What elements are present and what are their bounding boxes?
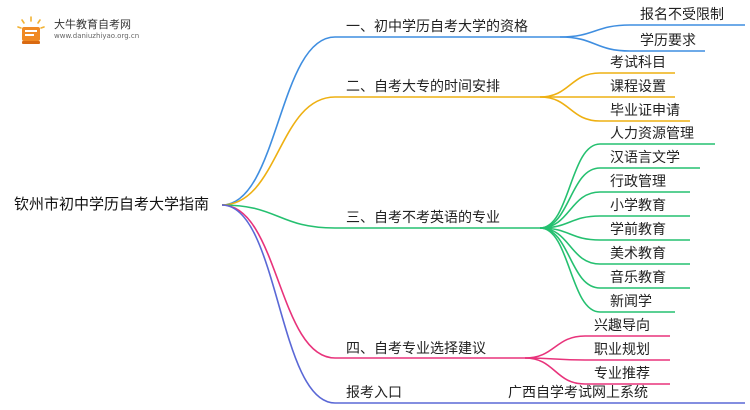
- logo-name: 大牛教育自考网: [54, 18, 131, 31]
- leaf-connector-1-2: [559, 36, 705, 52]
- leaf-4-2[interactable]: 职业规划: [594, 342, 650, 358]
- branch-connector-5: [221, 204, 745, 404]
- leaf-connector-2-1: [539, 72, 675, 98]
- leaf-connector-4-1: [524, 335, 670, 359]
- leaf-connector-3-3: [539, 191, 690, 229]
- site-logo[interactable]: 大牛教育自考网 www.daniuzhiyao.org.cn: [14, 14, 164, 48]
- leaf-3-6[interactable]: 美术教育: [610, 246, 666, 262]
- leaf-2-2[interactable]: 课程设置: [610, 79, 666, 95]
- branch-connector-3: [221, 204, 540, 229]
- leaf-5-1[interactable]: 广西自学考试网上系统: [508, 385, 648, 401]
- leaf-connector-4-3: [524, 357, 670, 385]
- book-icon: [17, 16, 45, 44]
- leaf-3-3[interactable]: 行政管理: [610, 174, 666, 190]
- leaf-connector-4-2: [524, 357, 670, 361]
- branch-label-1[interactable]: 一、初中学历自考大学的资格: [346, 19, 528, 35]
- leaf-4-3[interactable]: 专业推荐: [594, 366, 650, 382]
- branch-connector-4: [221, 204, 525, 359]
- leaf-3-5[interactable]: 学前教育: [610, 222, 666, 238]
- leaf-3-7[interactable]: 音乐教育: [610, 270, 666, 286]
- leaf-connector-2-3: [539, 96, 690, 122]
- leaf-3-2[interactable]: 汉语言文学: [610, 150, 680, 166]
- branch-label-3[interactable]: 三、自考不考英语的专业: [346, 210, 500, 226]
- leaf-1-1[interactable]: 报名不受限制: [640, 7, 724, 23]
- root-topic[interactable]: 钦州市初中学历自考大学指南: [14, 195, 210, 213]
- branch-label-5[interactable]: 报考入口: [346, 385, 402, 401]
- branch-label-2[interactable]: 二、自考大专的时间安排: [346, 79, 500, 95]
- leaf-3-1[interactable]: 人力资源管理: [610, 126, 694, 142]
- branch-connector-1: [221, 36, 560, 206]
- branch-connector-2: [221, 96, 540, 206]
- branch-label-4[interactable]: 四、自考专业选择建议: [346, 341, 486, 357]
- leaf-2-3[interactable]: 毕业证申请: [610, 103, 680, 119]
- leaf-3-8[interactable]: 新闻学: [610, 294, 652, 310]
- leaf-2-1[interactable]: 考试科目: [610, 55, 666, 71]
- leaf-connector-3-2: [539, 167, 700, 229]
- leaf-1-2[interactable]: 学历要求: [640, 33, 696, 49]
- leaf-4-1[interactable]: 兴趣导向: [594, 318, 650, 334]
- logo-url: www.daniuzhiyao.org.cn: [54, 32, 140, 40]
- leaf-connector-1-1: [559, 24, 745, 38]
- leaf-connector-3-8: [539, 227, 675, 313]
- leaf-3-4[interactable]: 小学教育: [610, 198, 666, 214]
- leaf-connector-3-1: [539, 143, 715, 229]
- leaf-connector-3-4: [539, 215, 690, 229]
- leaf-connector-3-5: [539, 227, 690, 241]
